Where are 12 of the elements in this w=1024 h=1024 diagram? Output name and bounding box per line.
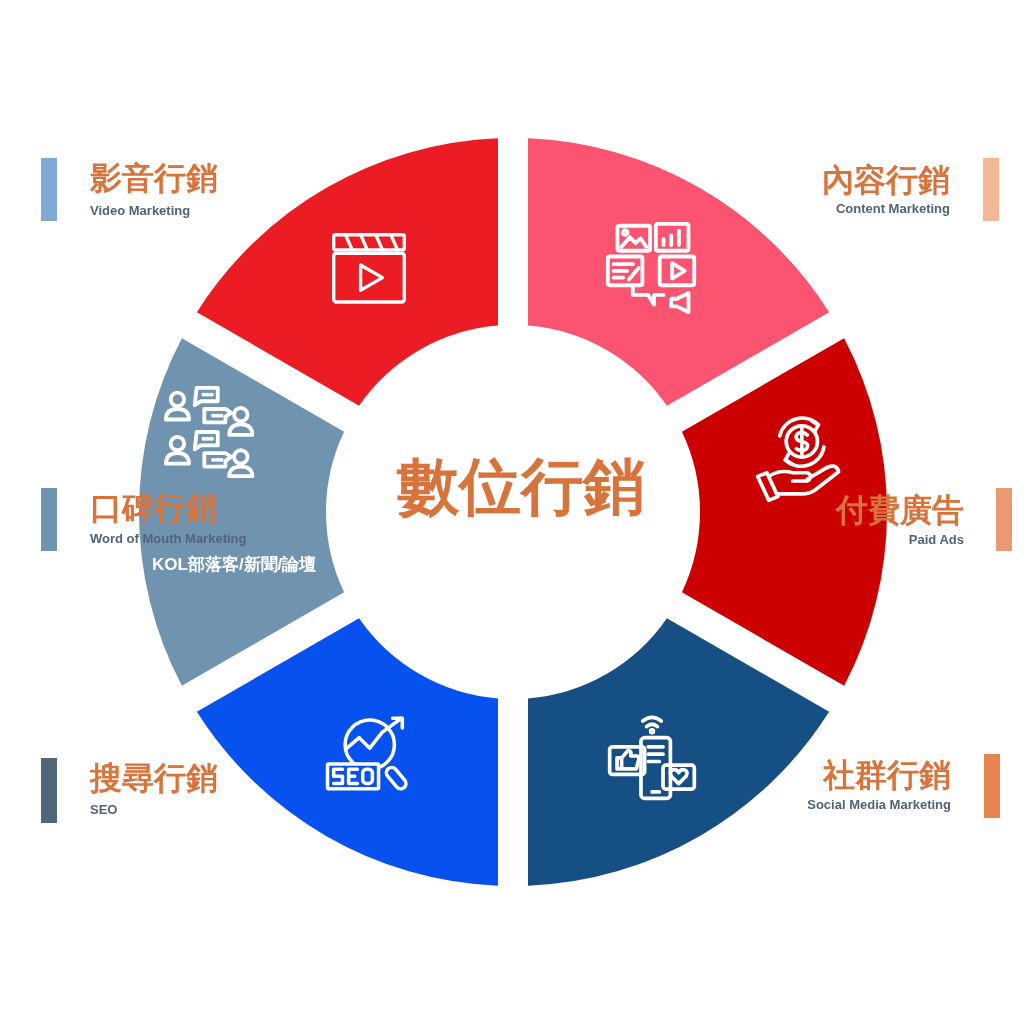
segment-subtitle: Paid Ads	[908, 533, 964, 546]
diagram-title: 數位行銷	[397, 456, 645, 518]
segment-note: KOL部落客/新聞/論壇	[152, 556, 317, 573]
segment-heading: 內容行銷	[822, 164, 950, 196]
segment-subtitle: Content Marketing	[835, 202, 950, 215]
segment-subtitle: SEO	[90, 803, 118, 816]
segment-heading: 搜尋行銷	[90, 762, 218, 794]
segment-heading: 影音行銷	[90, 162, 218, 194]
segment-subtitle: Video Marketing	[90, 204, 191, 217]
segment-heading: 社群行銷	[823, 759, 951, 791]
segment-subtitle: Word of Mouth Marketing	[90, 532, 247, 545]
segment-subtitle: Social Media Marketing	[807, 798, 951, 811]
